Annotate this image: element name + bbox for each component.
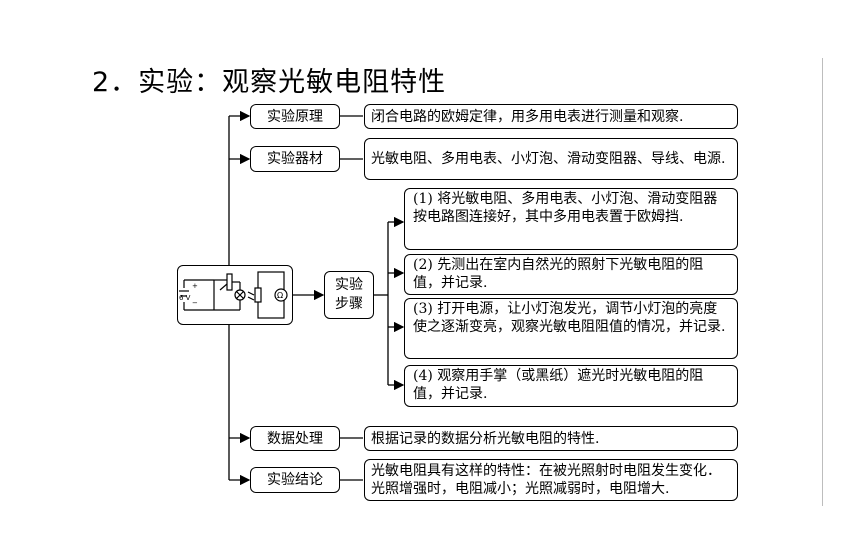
ohmmeter-symbol: Ω bbox=[277, 291, 283, 300]
branch-label-conclusion: 实验结论 bbox=[250, 467, 340, 493]
battery-voltage: 6 V bbox=[179, 294, 191, 302]
branch-content-principle: 闭合电路的欧姆定律，用多用电表进行测量和观察. bbox=[364, 104, 738, 129]
battery-plus: + bbox=[192, 282, 198, 290]
step-3: (3) 打开电源，让小灯泡发光，调节小灯泡的亮度使之逐渐变亮，观察光敏电阻阻值的… bbox=[404, 298, 738, 359]
battery-minus: − bbox=[192, 299, 198, 307]
steps-label: 实验 步骤 bbox=[324, 271, 374, 319]
branch-label-principle: 实验原理 bbox=[250, 104, 340, 129]
step-1: (1) 将光敏电阻、多用电表、小灯泡、滑动变阻器按电路图连接好，其中多用电表置于… bbox=[404, 188, 738, 250]
step-4: (4) 观察用手掌（或黑纸）遮光时光敏电阻的阻值，并记录. bbox=[404, 365, 738, 407]
step-2: (2) 先测出在室内自然光的照射下光敏电阻的阻值，并记录. bbox=[404, 254, 738, 295]
branch-label-data-processing: 数据处理 bbox=[250, 426, 340, 451]
branch-content-conclusion: 光敏电阻具有这样的特性：在被光照射时电阻发生变化．光照增强时，电阻减小；光照减弱… bbox=[364, 459, 738, 501]
branch-label-equipment: 实验器材 bbox=[250, 146, 340, 172]
divider bbox=[822, 58, 823, 506]
branch-content-data-processing: 根据记录的数据分析光敏电阻的特性. bbox=[364, 426, 738, 451]
circuit-diagram: + − 6 V Ω bbox=[177, 265, 293, 325]
circuit-schematic: + − 6 V Ω bbox=[179, 271, 288, 319]
page-title: 2．实验：观察光敏电阻特性 bbox=[92, 67, 447, 98]
branch-content-equipment: 光敏电阻、多用电表、小灯泡、滑动变阻器、导线、电源. bbox=[364, 138, 738, 180]
